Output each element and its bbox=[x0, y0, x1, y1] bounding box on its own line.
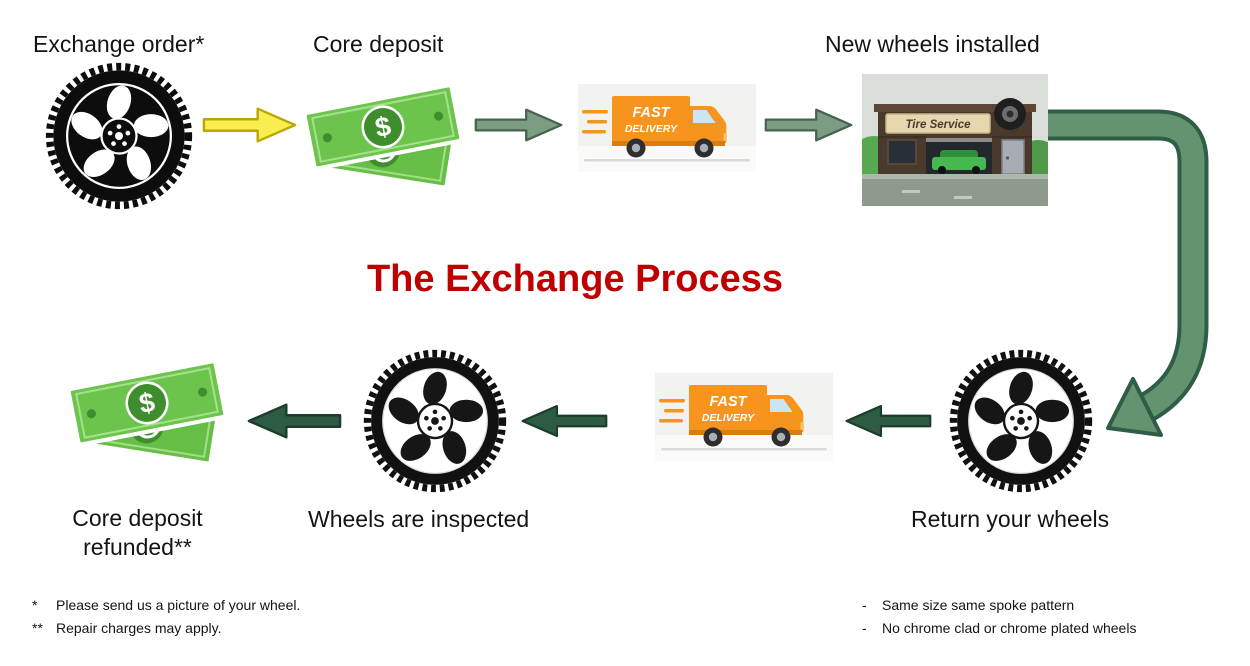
new-wheels-installed-label: New wheels installed bbox=[825, 31, 1040, 57]
exchange-order-label: Exchange order* bbox=[33, 31, 205, 57]
return-wheel-icon bbox=[948, 348, 1094, 494]
core-deposit-money-icon bbox=[292, 66, 474, 200]
core-deposit-label: Core deposit bbox=[313, 31, 444, 57]
return-delivery-truck-icon bbox=[655, 373, 833, 461]
footnote-text: Please send us a picture of your wheel. bbox=[56, 597, 301, 613]
footnote-marker: * bbox=[32, 597, 38, 613]
return-your-wheels-label: Return your wheels bbox=[911, 506, 1110, 532]
green-arrow-right-icon bbox=[764, 108, 853, 142]
dark-green-arrow-left-icon bbox=[521, 404, 608, 438]
tire-service-shop-icon bbox=[862, 74, 1048, 206]
delivery-truck-icon bbox=[578, 84, 756, 172]
footnote-marker: ** bbox=[32, 620, 43, 636]
footnote-spoke-pattern: - Same size same spoke pattern bbox=[862, 594, 1136, 617]
footnote-text: Repair charges may apply. bbox=[56, 620, 222, 636]
inspected-wheel-icon bbox=[362, 348, 508, 494]
footnote-marker: - bbox=[862, 620, 867, 636]
footnote-text: Same size same spoke pattern bbox=[882, 597, 1075, 613]
footnote-text: No chrome clad or chrome plated wheels bbox=[882, 620, 1137, 636]
page-title: The Exchange Process bbox=[366, 258, 784, 300]
wheels-are-inspected-label: Wheels are inspected bbox=[308, 506, 530, 532]
refund-money-icon bbox=[56, 342, 238, 476]
dark-green-arrow-left-icon bbox=[845, 404, 932, 438]
footnote-repair: ** Repair charges may apply. bbox=[32, 617, 300, 640]
dark-green-arrow-left-icon bbox=[247, 403, 342, 439]
footnotes-left: * Please send us a picture of your wheel… bbox=[32, 594, 300, 640]
footnote-no-chrome: - No chrome clad or chrome plated wheels bbox=[862, 617, 1136, 640]
core-deposit-refunded-label: Core deposit refunded** bbox=[72, 505, 203, 561]
exchange-wheel-icon bbox=[44, 61, 194, 211]
green-arrow-right-icon bbox=[474, 108, 563, 142]
footnotes-right: - Same size same spoke pattern - No chro… bbox=[862, 594, 1136, 640]
footnote-marker: - bbox=[862, 597, 867, 613]
curved-arrow-icon bbox=[1048, 109, 1209, 437]
footnote-picture: * Please send us a picture of your wheel… bbox=[32, 594, 300, 617]
yellow-arrow-right-icon bbox=[202, 107, 297, 143]
